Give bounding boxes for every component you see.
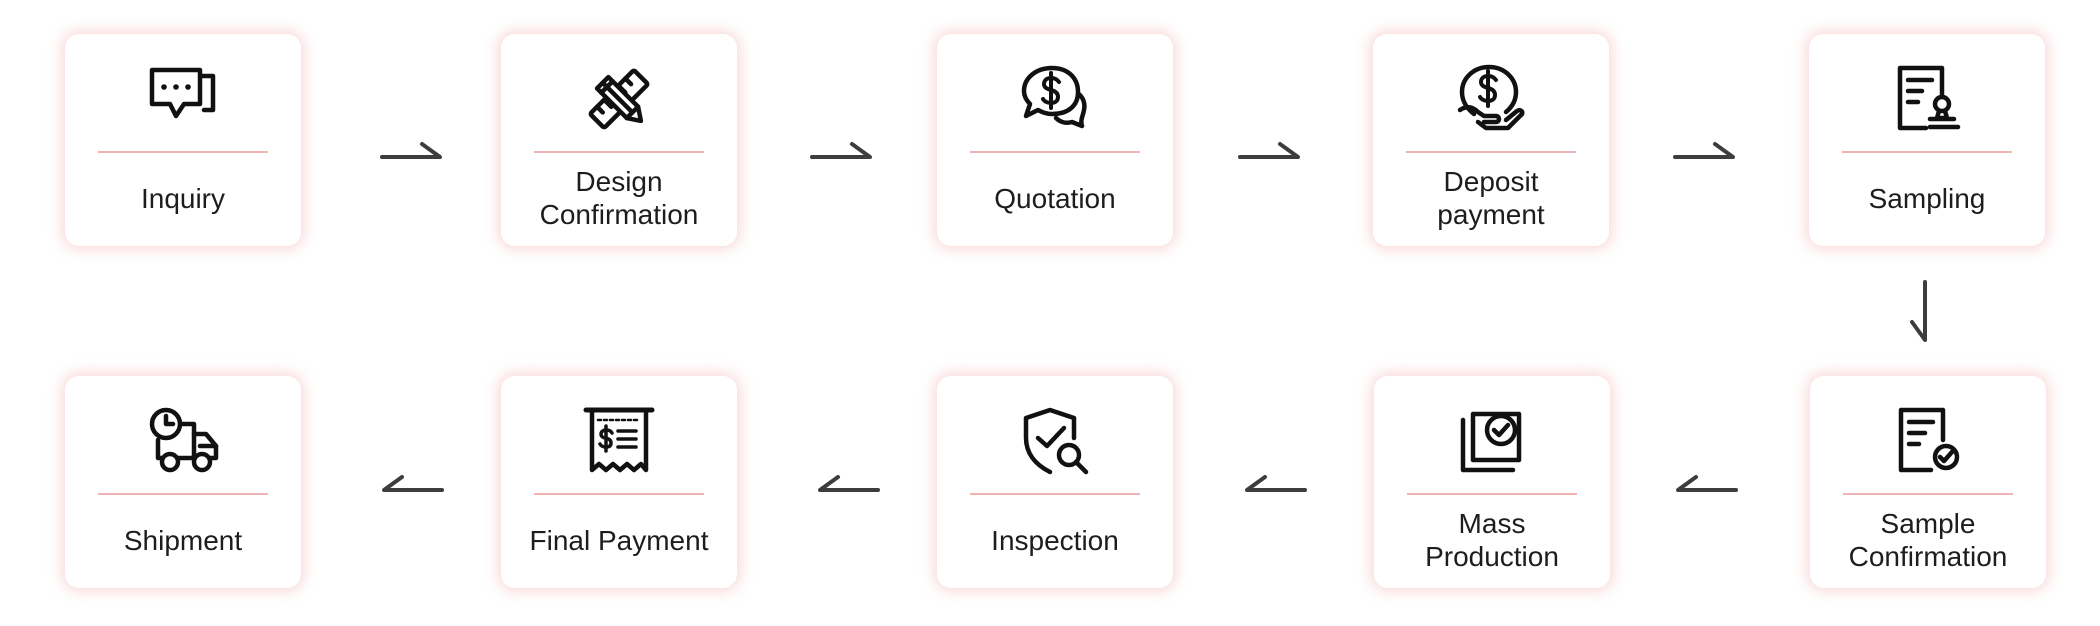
arrow-right-icon	[1673, 140, 1737, 160]
stacked-check-icon	[1457, 406, 1527, 476]
card-divider	[534, 493, 704, 495]
card-divider	[1407, 493, 1577, 495]
step-label: Final Payment	[529, 524, 709, 556]
step-card-inquiry: Inquiry	[65, 34, 301, 246]
step-label: Shipment	[123, 524, 243, 556]
card-divider	[1406, 151, 1576, 153]
arrow-left-icon	[1674, 473, 1738, 493]
card-divider	[98, 151, 268, 153]
chat-bubbles-icon	[148, 64, 218, 134]
card-divider	[1843, 493, 2013, 495]
receipt-icon	[583, 406, 655, 476]
arrow-down-icon	[1908, 280, 1928, 344]
shield-search-icon	[1020, 406, 1090, 476]
arrow-right-icon	[380, 140, 444, 160]
card-divider	[970, 493, 1140, 495]
card-divider	[534, 151, 704, 153]
step-card-sampling: Sampling	[1809, 34, 2045, 246]
document-stamp-icon	[1892, 64, 1962, 134]
arrow-right-icon	[1238, 140, 1302, 160]
card-divider	[98, 493, 268, 495]
step-label: Quotation	[994, 182, 1116, 214]
arrow-left-icon	[1243, 473, 1307, 493]
step-label: Inspection	[991, 524, 1119, 556]
arrow-left-icon	[380, 473, 444, 493]
step-card-inspection: Inspection	[937, 376, 1173, 588]
pencil-ruler-icon	[584, 64, 654, 134]
step-label: Inquiry	[140, 182, 226, 214]
arrow-left-icon	[816, 473, 880, 493]
card-divider	[970, 151, 1140, 153]
step-label: Sampling	[1868, 182, 1986, 214]
arrow-right-icon	[810, 140, 874, 160]
document-check-icon	[1893, 406, 1963, 476]
dollar-chat-icon	[1020, 64, 1090, 134]
hand-coin-icon	[1456, 64, 1526, 134]
step-card-final-payment: Final Payment	[501, 376, 737, 588]
step-card-shipment: Shipment	[65, 376, 301, 588]
truck-clock-icon	[148, 406, 219, 476]
step-card-quotation: Quotation	[937, 34, 1173, 246]
card-divider	[1842, 151, 2012, 153]
